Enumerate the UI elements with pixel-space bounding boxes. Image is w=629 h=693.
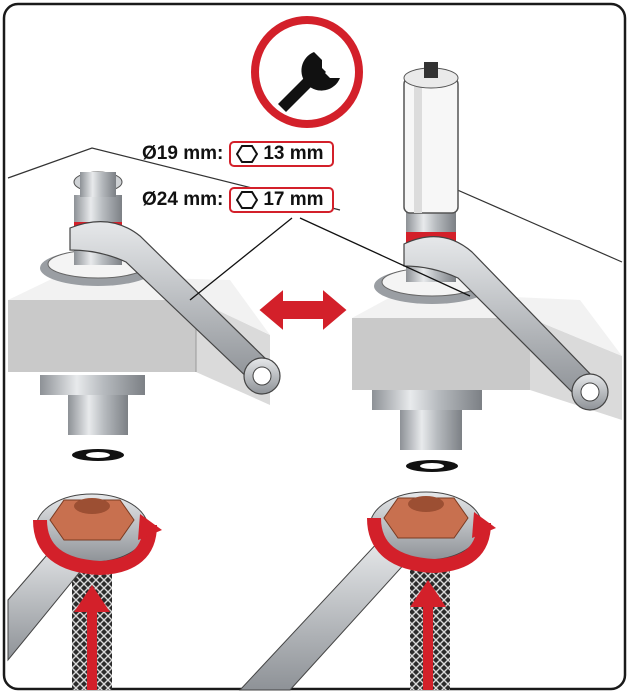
hex-size-box: 13 mm bbox=[229, 141, 334, 167]
bottom-wrench-right bbox=[238, 491, 496, 691]
countertop-right bbox=[429, 177, 623, 263]
top-wrench-right bbox=[403, 236, 609, 411]
top-wrench-left bbox=[69, 221, 281, 395]
double-arrow-icon bbox=[256, 285, 350, 335]
wrench-icon bbox=[278, 52, 340, 112]
spec-row-24mm: Ø24 mm: 17 mm bbox=[142, 187, 334, 213]
diameter-label: Ø19 mm: bbox=[142, 143, 224, 164]
tool-badge bbox=[251, 16, 363, 128]
hex-size-value: 17 mm bbox=[263, 189, 324, 210]
diameter-label: Ø24 mm: bbox=[142, 189, 224, 210]
leader-lines bbox=[189, 217, 471, 301]
bottom-wrench-left bbox=[7, 493, 162, 690]
hex-size-box: 17 mm bbox=[229, 187, 334, 213]
spec-row-19mm: Ø19 mm: 13 mm bbox=[142, 141, 334, 167]
hexagon-icon bbox=[236, 190, 259, 210]
hexagon-icon bbox=[236, 144, 259, 164]
hex-size-value: 13 mm bbox=[263, 143, 324, 164]
